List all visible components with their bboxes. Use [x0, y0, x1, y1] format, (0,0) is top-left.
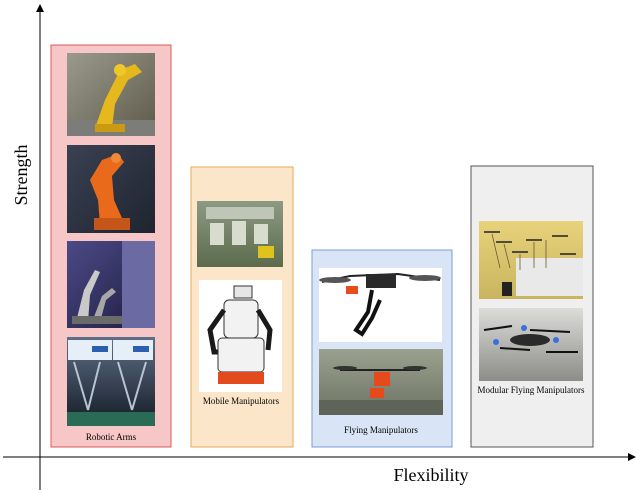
y-axis-title: Strength: [11, 145, 31, 206]
category-robotic-arms: Robotic Arms: [50, 44, 172, 448]
category-flying-manipulators: Flying Manipulators: [311, 249, 453, 448]
drone-team-carrying-load-photo: [479, 308, 583, 381]
category-label: Modular Flying Manipulators: [478, 385, 585, 395]
category-label: Flying Manipulators: [344, 425, 418, 435]
warehouse-mobile-robots-photo: [197, 201, 283, 267]
x-axis-title: Flexibility: [393, 465, 468, 485]
parallel-delta-robot-photo: [67, 337, 155, 426]
category-label: Mobile Manipulators: [203, 396, 280, 406]
dual-arm-lab-robot-photo: [67, 241, 155, 328]
drone-with-arm-photo: [319, 268, 442, 342]
drone-grasping-object-photo: [319, 349, 443, 415]
category-modular-flying-manipulators: Modular Flying Manipulators: [470, 165, 594, 448]
humanoid-mobile-manipulator-photo: [199, 280, 282, 392]
category-mobile-manipulators: Mobile Manipulators: [190, 166, 294, 448]
orange-industrial-robot-arm-photo: [67, 145, 155, 233]
multiple-drones-cooperative-transport-photo: [479, 221, 583, 299]
category-label: Robotic Arms: [86, 432, 137, 442]
yellow-industrial-robot-arm-photo: [67, 53, 155, 136]
category-box: [470, 165, 594, 448]
